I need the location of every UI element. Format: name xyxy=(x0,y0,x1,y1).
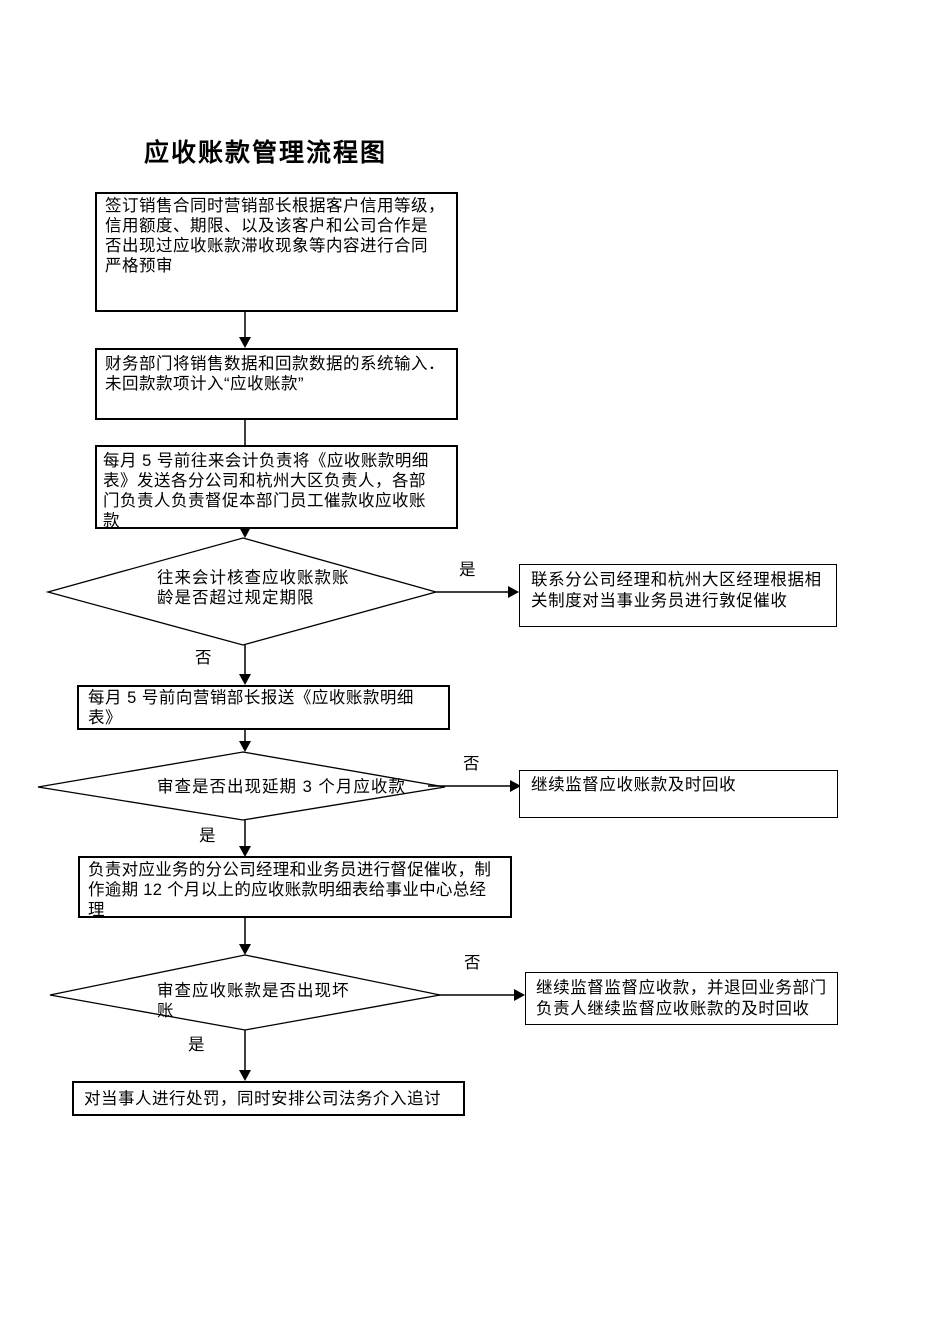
decision-2-yes-label: 是 xyxy=(199,827,216,845)
arrowhead-step5-decision3 xyxy=(239,944,251,955)
arrowhead-decision1-step4 xyxy=(239,674,251,685)
decision-1-no-label: 否 xyxy=(195,649,212,667)
decision-3-yes-label: 是 xyxy=(188,1036,205,1054)
process-step-4: 每月 5 号前向营销部长报送《应收账款明细表》 xyxy=(77,685,450,730)
process-step-3: 每月 5 号前往来会计负责将《应收账款明细 表》发送各分公司和杭州大区负责人，各… xyxy=(95,445,458,530)
process-step-1: 签订销售合同时营销部长根据客户信用等级， 信用额度、期限、以及该客户和公司合作是… xyxy=(95,192,458,312)
arrowhead-step1-step2 xyxy=(239,337,251,348)
decision-1-text: 往来会计核查应收账款账 龄是否超过规定期限 xyxy=(157,569,350,607)
process-step-2: 财务部门将销售数据和回款数据的系统输入． 未回款款项计入“应收账款” xyxy=(95,348,458,420)
arrowhead-decision3-side3 xyxy=(514,989,525,1001)
decision-2-text: 审查是否出现延期 3 个月应收款 xyxy=(157,778,406,796)
arrowhead-step4-decision2 xyxy=(239,741,251,752)
arrowhead-decision3-step6 xyxy=(239,1070,251,1081)
decision-diamond-1-shape xyxy=(45,537,439,646)
arrowhead-step3-decision1 xyxy=(239,527,251,538)
arrowhead-decision2-side2 xyxy=(510,780,521,792)
decision-3-no-label: 否 xyxy=(464,954,481,972)
process-step-5: 负责对应业务的分公司经理和业务员进行督促催收，制 作逾期 12 个月以上的应收账… xyxy=(78,856,512,919)
page-title: 应收账款管理流程图 xyxy=(144,139,388,167)
arrowhead-decision1-side1 xyxy=(508,586,519,598)
decision-2-no-label: 否 xyxy=(463,755,480,773)
decision-1-yes-label: 是 xyxy=(459,561,476,579)
process-step-6: 对当事人进行处罚，同时安排公司法务介入追讨 xyxy=(72,1081,465,1116)
side-step-1: 联系分公司经理和杭州大区经理根据相 关制度对当事业务员进行敦促催收 xyxy=(519,564,837,627)
decision-3-text: 审查应收账款是否出现坏 账 xyxy=(157,982,350,1020)
side-step-3: 继续监督监督应收款，并退回业务部门 负责人继续监督应收账款的及时回收 xyxy=(525,972,838,1025)
arrowhead-decision2-step5 xyxy=(239,846,251,857)
decision-diamond-2-shape xyxy=(37,751,446,821)
side-step-2: 继续监督应收账款及时回收 xyxy=(519,770,838,818)
